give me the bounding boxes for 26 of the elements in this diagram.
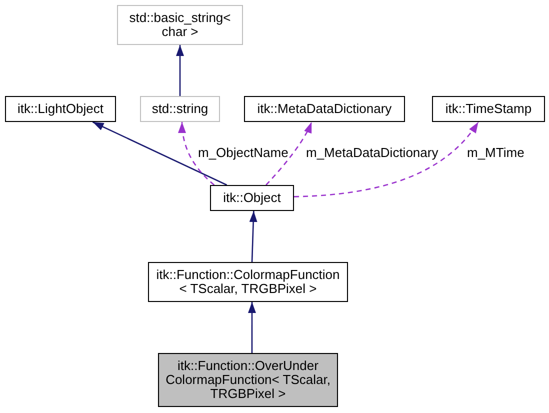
dashed-arrow [178, 122, 215, 186]
class-name: std::basic_string< char > [128, 11, 232, 39]
class-name: itk::Function::ColormapFunction < TScalar, TRGBPixel > [155, 268, 341, 296]
class-name: itk::Function::OverUnder ColormapFunction< TScalar, TRGBPixel > [164, 359, 332, 401]
edge-label: m_MTime [467, 145, 524, 160]
class-box [5, 96, 116, 122]
class-box [210, 185, 294, 211]
class-box [158, 353, 338, 407]
dashed-arrow [266, 122, 312, 186]
class-box [117, 5, 243, 45]
class-box [432, 96, 545, 122]
arrow [92, 121, 228, 186]
edge-label: m_MetaDataDictionary [306, 145, 438, 160]
arrow [176, 45, 184, 96]
class-box [244, 96, 405, 122]
dashed-arrow [294, 122, 479, 198]
class-name: std::string [152, 102, 208, 116]
arrow [249, 210, 258, 262]
class-box [148, 262, 348, 302]
class-name: itk::LightObject [18, 102, 104, 116]
class-name: itk::MetaDataDictionary [257, 102, 392, 116]
class-name: itk::TimeStamp [445, 102, 532, 116]
arrow [248, 302, 256, 353]
edge-label: m_ObjectName [198, 145, 288, 160]
class-box [140, 96, 220, 122]
class-name: itk::Object [223, 191, 281, 205]
